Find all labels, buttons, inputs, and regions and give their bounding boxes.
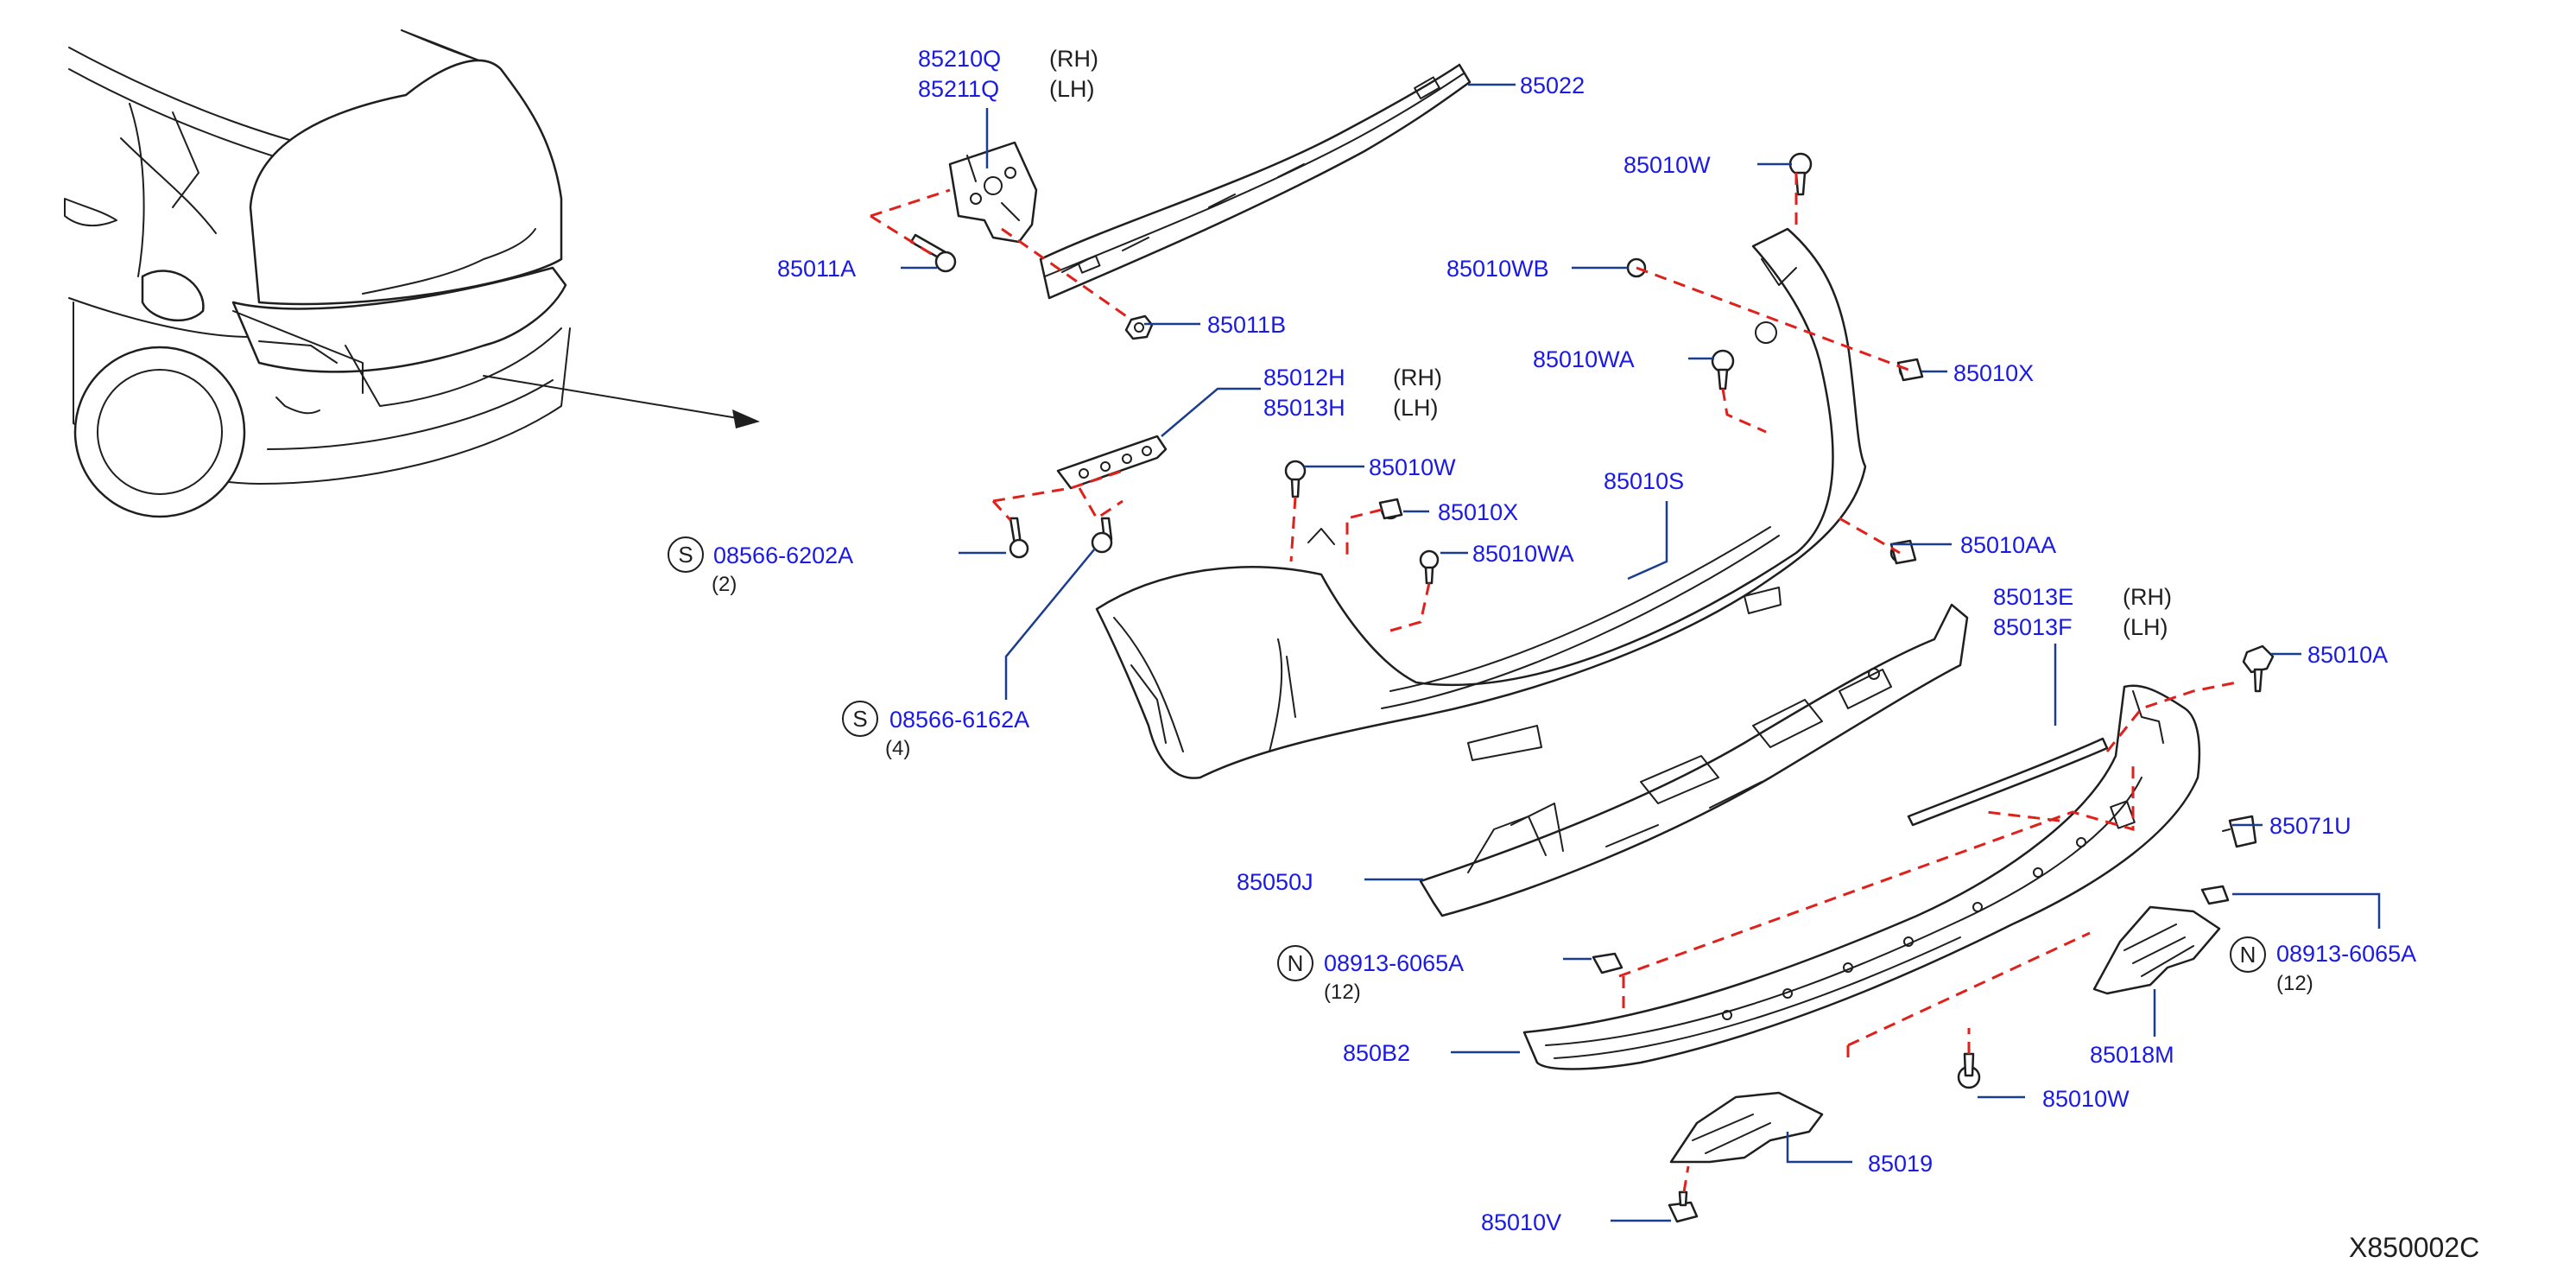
prefix-n-6065a-left <box>1277 945 1313 981</box>
molding-85013e <box>1907 737 2109 827</box>
label-85010a: 85010A <box>2307 642 2388 668</box>
qty-6065a-right: (12) <box>2276 972 2313 995</box>
rear-bumper-fascia-85010s <box>1095 227 1867 779</box>
lower-bumper-850b2 <box>1522 684 2201 1070</box>
label-85012h: 85012H <box>1263 365 1345 390</box>
prefix-n-6065a-right <box>2230 936 2266 973</box>
label-85211q: 85211Q <box>918 76 999 102</box>
screw-08566-6202a <box>1009 517 1029 559</box>
energy-absorber-85050j <box>1419 603 1969 917</box>
bumper-reinforcement-85022 <box>1039 63 1472 300</box>
qty-6065a-left: (12) <box>1324 981 1361 1004</box>
label-85018m: 85018M <box>2090 1042 2174 1068</box>
label-85013e: 85013E <box>1993 584 2073 610</box>
clip-85010v <box>1668 1190 1699 1223</box>
label-85010aa: 85010AA <box>1960 532 2056 558</box>
label-85010wb: 85010WB <box>1446 256 1549 282</box>
label-lh-85013f: (LH) <box>2123 614 2168 640</box>
prefix-s-6202a-letter: S <box>678 542 693 568</box>
label-85010s: 85010S <box>1604 468 1684 494</box>
label-85010w-top: 85010W <box>1623 152 1711 178</box>
label-85019: 85019 <box>1868 1151 1933 1177</box>
prefix-n-6065a-right-letter: N <box>2240 942 2256 968</box>
label-rh-85012h: (RH) <box>1393 365 1442 390</box>
bolt-85011a <box>909 233 957 273</box>
figure-reference: X850002C <box>2349 1232 2479 1263</box>
label-lh-85013h: (LH) <box>1393 395 1439 421</box>
label-85010w-mid: 85010W <box>1369 454 1456 480</box>
bolt-85010a <box>2242 644 2275 693</box>
screw-08566-6162a <box>1091 517 1113 554</box>
label-08913-6065a-left: 08913-6065A <box>1324 950 1464 976</box>
side-bracket-85018m <box>2092 905 2221 995</box>
prefix-s-6202a <box>668 536 704 573</box>
label-85013f: 85013F <box>1993 614 2073 640</box>
label-85011b: 85011B <box>1207 312 1286 338</box>
nut-85011b <box>1124 314 1154 340</box>
side-bracket-85019 <box>1669 1091 1824 1164</box>
label-85013h: 85013H <box>1263 395 1345 421</box>
label-85010wa-mid: 85010WA <box>1472 541 1574 567</box>
side-spacer-85012h <box>1056 435 1168 490</box>
qty-6162a: (4) <box>885 737 910 760</box>
vehicle-rear-view <box>64 29 760 518</box>
label-85050j: 85050J <box>1237 869 1313 895</box>
red-dashed-links <box>870 173 2237 1193</box>
label-85010w-bottom: 85010W <box>2042 1086 2130 1112</box>
label-850b2: 850B2 <box>1343 1040 1410 1066</box>
label-85010wa-upper: 85010WA <box>1533 346 1635 372</box>
prefix-n-6065a-left-letter: N <box>1288 950 1304 976</box>
label-08566-6202a: 08566-6202A <box>713 543 853 568</box>
label-rh-85013e: (RH) <box>2123 584 2172 610</box>
bracket-85071u <box>2222 815 2257 848</box>
label-85210q: 85210Q <box>918 46 1001 72</box>
prefix-s-6162a-letter: S <box>852 706 867 732</box>
part-labels: 85210Q (RH) 85211Q (LH) 85022 85011A 850… <box>668 46 2479 1263</box>
clip-85010w-bottom <box>1957 1052 1981 1089</box>
label-08913-6065a-right: 08913-6065A <box>2276 941 2416 967</box>
label-85010x-right: 85010X <box>1953 360 2034 386</box>
leader-lines <box>901 83 2381 1222</box>
qty-6202a: (2) <box>712 573 737 596</box>
nuts-08913-6065a <box>1592 885 2230 974</box>
bumper-side-bracket <box>948 141 1038 244</box>
label-rh-85210q: (RH) <box>1049 46 1098 72</box>
label-85010x-mid: 85010X <box>1438 499 1518 525</box>
label-85010v: 85010V <box>1481 1209 1561 1235</box>
label-85071u: 85071U <box>2269 813 2351 839</box>
label-lh-85211q: (LH) <box>1049 76 1095 102</box>
label-85022: 85022 <box>1520 73 1585 98</box>
label-85011a: 85011A <box>777 256 856 282</box>
label-08566-6162a: 08566-6162A <box>889 707 1029 733</box>
prefix-s-6162a <box>842 701 878 737</box>
